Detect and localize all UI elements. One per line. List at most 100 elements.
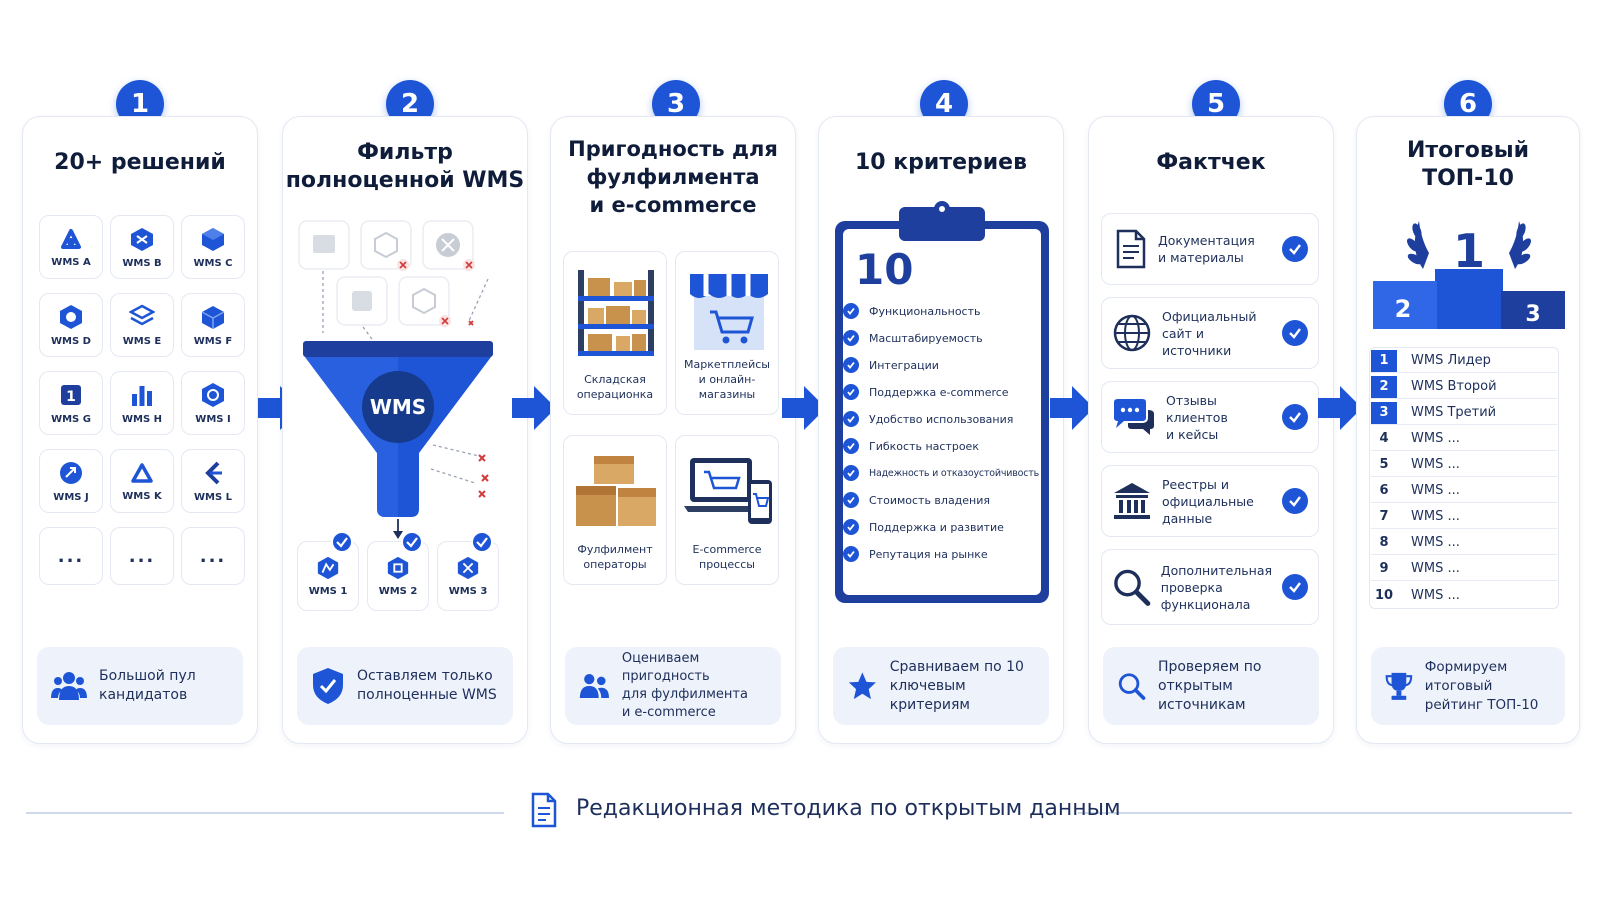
storefront-cart-icon	[690, 274, 768, 350]
check-icon	[1282, 404, 1308, 430]
podium-first	[1435, 269, 1503, 329]
criterion-item: Функциональность	[843, 303, 981, 319]
svg-text:3: 3	[1525, 302, 1540, 327]
selected-wms-tile: WMS 2	[367, 541, 429, 611]
footer-caption: Редакционная методика по открытым данным	[576, 796, 1121, 821]
panel-title: Пригодность для фулфилмента и e-commerce	[568, 137, 778, 217]
rejected-tile	[298, 220, 350, 270]
funnel-icon	[303, 341, 493, 517]
clipboard-icon	[835, 201, 1049, 603]
check-icon	[1282, 488, 1308, 514]
ring-logo-icon	[60, 304, 82, 329]
criteria-count: 10	[855, 245, 914, 294]
document-icon	[1116, 229, 1146, 269]
more-tile: ...	[39, 527, 103, 585]
podium-second	[1373, 281, 1437, 329]
criterion-item: Гибкость настроек	[843, 438, 979, 454]
check-icon	[1282, 236, 1308, 262]
selected-wms-logo-icon	[457, 556, 479, 579]
criterion-item: Репутация на рынке	[843, 546, 988, 562]
solution-tile: WMS L	[181, 449, 245, 513]
check-icon	[843, 357, 859, 373]
solution-tile: WMS F	[181, 293, 245, 357]
rejected-tile	[422, 220, 474, 270]
panel-criteria: 10 критериев 10 Функциональность Масштаб…	[818, 116, 1064, 744]
check-icon	[1282, 574, 1308, 600]
funnel-label: WMS	[370, 395, 426, 419]
bar-chart-logo-icon	[132, 385, 152, 406]
check-icon	[843, 411, 859, 427]
check-badge-icon	[401, 531, 423, 553]
svg-text:2: 2	[1395, 295, 1412, 323]
selected-wms-logo-icon	[317, 556, 339, 579]
panel-title: 10 критериев	[854, 150, 1028, 175]
solution-tile: WMS C	[181, 215, 245, 279]
check-icon	[1282, 320, 1308, 346]
chevrons-logo-icon	[205, 461, 222, 484]
check-badge-icon	[471, 531, 493, 553]
solution-tile: WMS E	[110, 293, 174, 357]
rejected-tile	[398, 276, 450, 326]
laptop-phone-cart-icon	[684, 458, 772, 524]
users-icon	[579, 674, 609, 698]
criterion-item: Удобство использования	[843, 411, 1013, 427]
cloud-outline-logo-icon	[131, 462, 153, 483]
users-group-icon	[51, 672, 87, 700]
panel-title: Фактчек	[1156, 150, 1266, 175]
selected-wms-logo-icon	[387, 556, 409, 579]
circle-arrow-logo-icon	[60, 461, 82, 484]
cube-3d-logo-icon	[201, 305, 225, 329]
arrow-right-icon	[1318, 386, 1362, 430]
cross-icon	[468, 320, 474, 326]
more-tile: ...	[110, 527, 174, 585]
more-tile: ...	[181, 527, 245, 585]
podium-diagram: 1 2 3	[1373, 221, 1565, 329]
rejected-tile	[336, 276, 388, 326]
panel-title: Фильтр полноценной WMS	[285, 140, 525, 193]
criterion-item: Надежность и отказоустойчивость	[843, 465, 1039, 481]
panel-suitability: Пригодность для фулфилмента и e-commerce…	[550, 116, 796, 744]
arrow-right-icon	[1050, 386, 1094, 430]
criterion-item: Поддержка и развитие	[843, 519, 1004, 535]
footer-divider	[26, 812, 504, 814]
number-one-logo-icon: 1	[61, 384, 81, 405]
check-badge-icon	[331, 531, 353, 553]
solution-tile: WMS K	[110, 449, 174, 513]
check-icon	[843, 384, 859, 400]
check-icon	[843, 492, 859, 508]
search-icon	[1118, 673, 1146, 700]
warehouse-shelves-icon	[578, 270, 654, 356]
panel-title: Итоговый ТОП-10	[1406, 138, 1530, 191]
rejected-tile	[360, 220, 412, 270]
solution-tile: WMS D	[39, 293, 103, 357]
star-icon	[848, 672, 876, 700]
layers-logo-icon	[129, 304, 155, 325]
solution-tile: 1 WMS G	[39, 371, 103, 435]
trophy-icon	[1385, 672, 1413, 700]
check-icon	[843, 303, 859, 319]
chat-bubbles-icon	[1114, 399, 1154, 435]
panel-filter: Фильтр полноценной WMS	[282, 116, 528, 744]
criterion-item: Поддержка e-commerce	[843, 384, 1009, 400]
cross-icon	[399, 261, 407, 269]
criterion-item: Стоимость владения	[843, 492, 990, 508]
shield-check-icon	[313, 668, 343, 704]
